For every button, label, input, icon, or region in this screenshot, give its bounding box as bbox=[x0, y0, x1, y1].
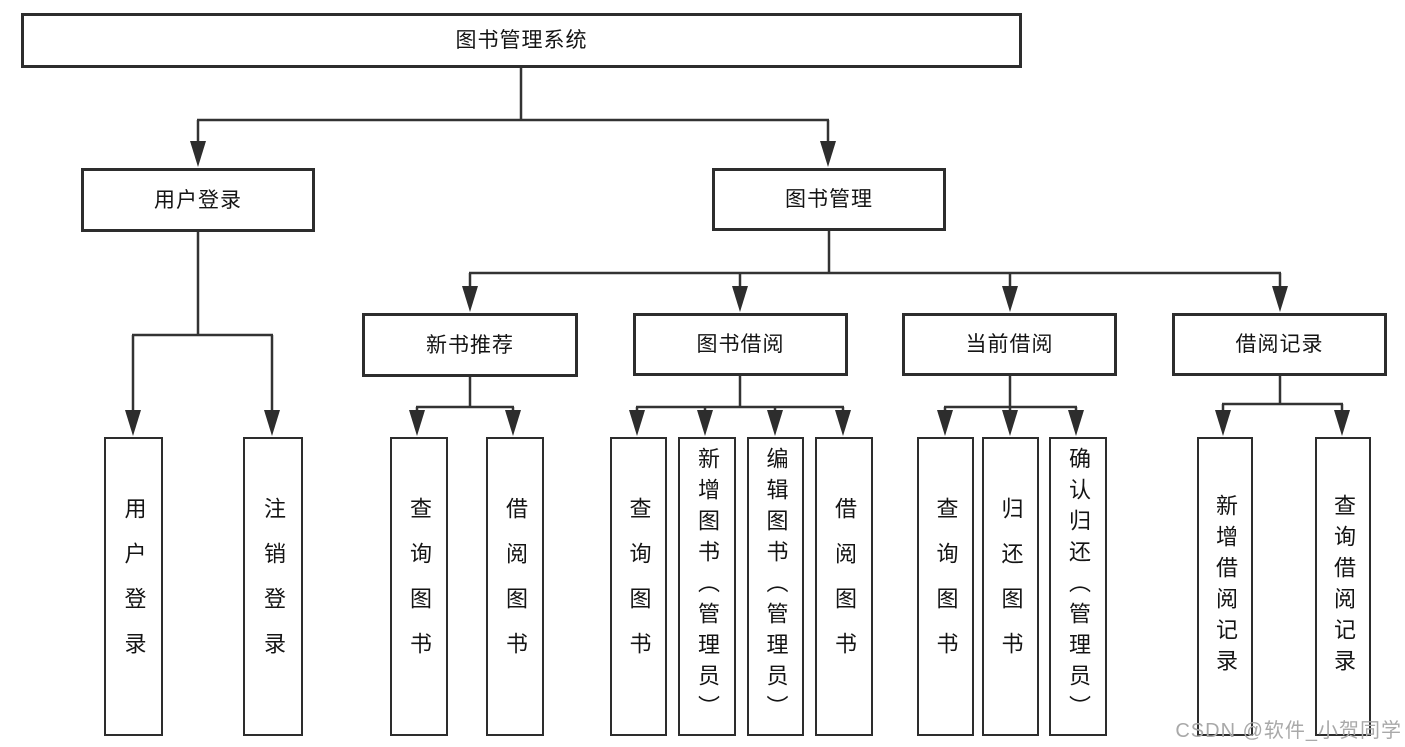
leaf-search-borrow-record: 查询借阅记录 bbox=[1315, 437, 1371, 736]
leaf-borrow-books-recommend: 借阅图书 bbox=[486, 437, 544, 736]
connector-borrow-records-to-leaves bbox=[1221, 375, 1344, 412]
leaf-search-books-current-label: 查询图书 bbox=[933, 496, 959, 677]
node-new-book-recommendation: 新书推荐 bbox=[362, 313, 578, 377]
leaf-user-login-label: 用户登录 bbox=[121, 496, 147, 677]
node-book-borrowing-label: 图书借阅 bbox=[696, 333, 785, 356]
leaf-logout: 注销登录 bbox=[243, 437, 303, 736]
leaf-edit-books-admin: 编辑图书（管理员） bbox=[747, 437, 804, 736]
leaf-return-books: 归还图书 bbox=[982, 437, 1039, 736]
connector-current-borrow-to-leaves bbox=[943, 375, 1078, 412]
connector-book-borrow-to-leaves bbox=[635, 375, 845, 412]
connector-new-book-to-leaves bbox=[415, 376, 515, 412]
connector-user-login-to-leaves bbox=[131, 231, 274, 412]
leaf-add-borrow-record-label: 新增借阅记录 bbox=[1213, 493, 1238, 680]
node-book-management-label: 图书管理 bbox=[785, 188, 873, 211]
leaf-confirm-return-admin: 确认归还（管理员） bbox=[1049, 437, 1107, 736]
leaf-add-books-admin-label: 新增图书（管理员） bbox=[695, 447, 720, 726]
node-current-borrowing: 当前借阅 bbox=[902, 313, 1117, 376]
leaf-return-books-label: 归还图书 bbox=[998, 496, 1024, 677]
node-book-management: 图书管理 bbox=[712, 168, 946, 231]
leaf-add-borrow-record: 新增借阅记录 bbox=[1197, 437, 1253, 736]
leaf-search-borrow-record-label: 查询借阅记录 bbox=[1331, 493, 1356, 680]
leaf-borrow-books: 借阅图书 bbox=[815, 437, 873, 736]
node-root: 图书管理系统 bbox=[21, 13, 1022, 68]
node-root-label: 图书管理系统 bbox=[455, 29, 588, 52]
node-borrowing-records-label: 借阅记录 bbox=[1235, 333, 1324, 356]
connector-root-to-level2 bbox=[196, 68, 830, 143]
leaf-search-books-recommend: 查询图书 bbox=[390, 437, 448, 736]
arrowheads bbox=[125, 141, 1350, 436]
leaf-search-books-borrow-label: 查询图书 bbox=[626, 496, 652, 677]
leaf-user-login: 用户登录 bbox=[104, 437, 163, 736]
leaf-edit-books-admin-label: 编辑图书（管理员） bbox=[763, 447, 789, 726]
leaf-add-books-admin: 新增图书（管理员） bbox=[678, 437, 736, 736]
connector-book-management-to-level3 bbox=[468, 230, 1282, 288]
leaf-borrow-books-recommend-label: 借阅图书 bbox=[503, 496, 528, 677]
node-new-book-recommendation-label: 新书推荐 bbox=[426, 333, 514, 357]
node-book-borrowing: 图书借阅 bbox=[633, 313, 848, 376]
leaf-borrow-books-label: 借阅图书 bbox=[832, 496, 857, 677]
node-borrowing-records: 借阅记录 bbox=[1172, 313, 1387, 376]
node-user-login: 用户登录 bbox=[81, 168, 315, 232]
watermark: CSDN @软件_小贺同学 bbox=[1175, 720, 1402, 742]
node-current-borrowing-label: 当前借阅 bbox=[965, 333, 1054, 356]
leaf-search-books-recommend-label: 查询图书 bbox=[407, 496, 432, 677]
leaf-search-books-borrow: 查询图书 bbox=[610, 437, 667, 736]
leaf-logout-label: 注销登录 bbox=[261, 496, 286, 677]
node-user-login-label: 用户登录 bbox=[154, 188, 242, 212]
leaf-confirm-return-admin-label: 确认归还（管理员） bbox=[1066, 447, 1091, 726]
leaf-search-books-current: 查询图书 bbox=[917, 437, 974, 736]
